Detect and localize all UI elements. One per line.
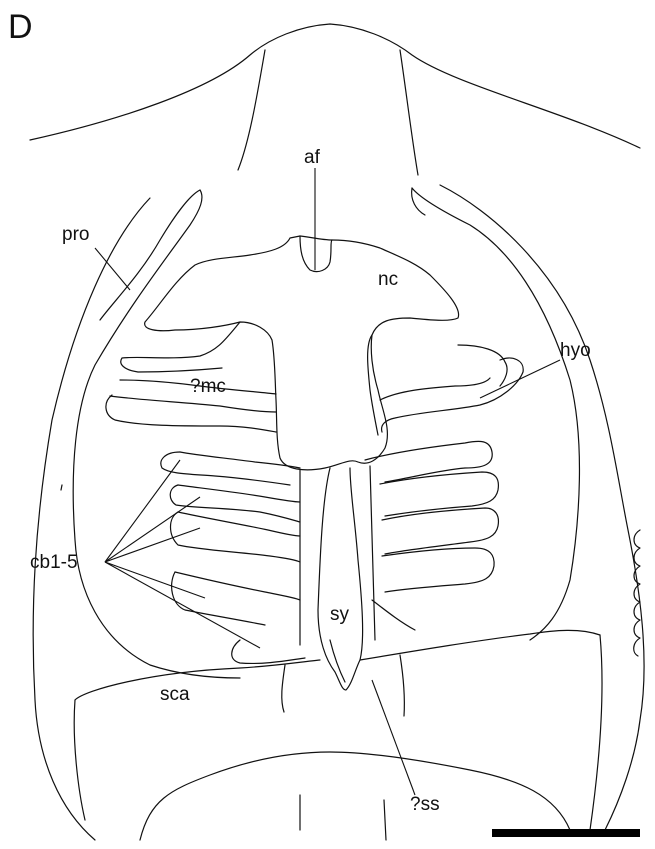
ceratobranchials-right xyxy=(365,441,498,640)
process-left xyxy=(73,190,240,678)
anterior-fontanelle xyxy=(300,236,332,272)
scale-bar xyxy=(492,829,640,837)
label-pro: pro xyxy=(62,224,89,245)
label-sca: sca xyxy=(160,684,190,705)
label-ss: ?ss xyxy=(410,794,440,815)
label-hyo: hyo xyxy=(560,340,591,361)
symphysis xyxy=(318,468,363,690)
label-nc: nc xyxy=(378,269,398,290)
panel-letter: D xyxy=(8,8,33,46)
process-right xyxy=(412,185,644,830)
label-sy: sy xyxy=(330,604,350,625)
scapulocoracoid xyxy=(74,630,602,840)
neurocranium xyxy=(145,236,459,470)
label-af: af xyxy=(304,147,321,168)
head-outline xyxy=(30,24,640,175)
label-mc: ?mc xyxy=(190,376,226,397)
ceratobranchials-left xyxy=(161,452,305,663)
label-cb: cb1-5 xyxy=(30,552,78,573)
hyoid-arch xyxy=(380,345,523,432)
left-body-wall xyxy=(33,198,150,840)
